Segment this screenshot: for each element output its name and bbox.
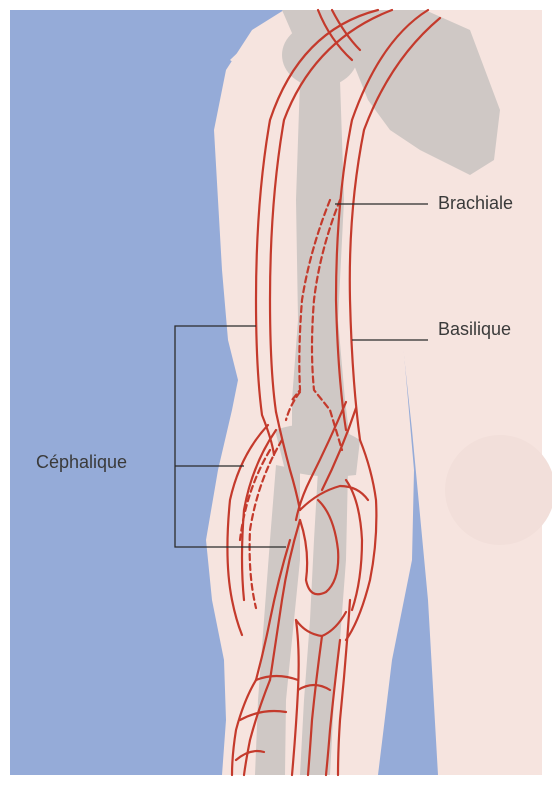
cephalique-label: Céphalique <box>36 452 127 472</box>
basilique-label: Basilique <box>438 319 511 339</box>
torso-shading <box>445 435 552 545</box>
brachiale-label: Brachiale <box>438 193 513 213</box>
